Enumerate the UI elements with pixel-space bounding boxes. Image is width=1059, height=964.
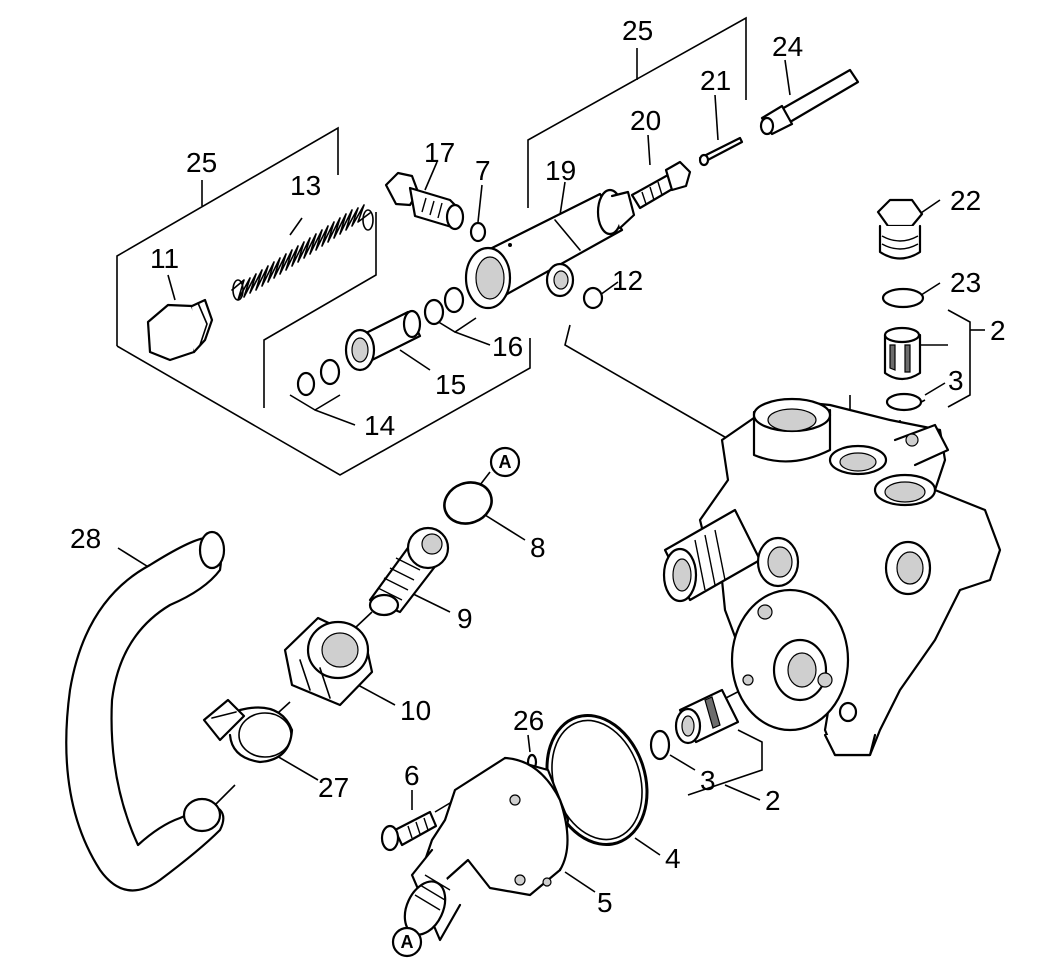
label-25-top: 25 <box>622 15 653 46</box>
part-28-hose <box>65 530 226 892</box>
label-15: 15 <box>435 369 466 400</box>
part-21-pin <box>698 136 744 167</box>
part-27-clamp <box>202 698 294 764</box>
label-14: 14 <box>364 410 395 441</box>
part-15-piston <box>344 309 422 372</box>
svg-text:A: A <box>401 932 414 952</box>
label-20: 20 <box>630 105 661 136</box>
label-11: 11 <box>150 243 179 274</box>
part-12-oring <box>582 286 604 310</box>
label-3-bottom: 3 <box>700 765 716 796</box>
part-13-spring <box>231 204 374 301</box>
part-10-nut <box>283 616 374 707</box>
label-2-bottom: 2 <box>765 785 781 816</box>
label-6: 6 <box>404 760 420 791</box>
label-21: 21 <box>700 65 731 96</box>
marker-a-bottom: A <box>391 926 423 958</box>
part-11-plug <box>146 298 214 362</box>
part-9-hose-nipple <box>368 526 450 617</box>
part-23-oring <box>881 287 925 309</box>
part-16-rings <box>423 286 465 326</box>
part-8-oring <box>443 481 493 525</box>
svg-text:A: A <box>499 452 512 472</box>
part-14-rings <box>296 358 341 397</box>
marker-a-top: A <box>489 446 521 478</box>
label-13: 13 <box>290 170 321 201</box>
label-24: 24 <box>772 31 803 62</box>
part-3-oring-top <box>885 392 923 412</box>
part-5-cover <box>403 756 570 942</box>
label-8: 8 <box>530 532 546 563</box>
part-2-valve-top <box>883 326 922 381</box>
label-28: 28 <box>70 523 101 554</box>
part-17-bolt <box>384 171 465 231</box>
label-23: 23 <box>950 267 981 298</box>
label-3-top: 3 <box>948 365 964 396</box>
label-19: 19 <box>545 155 576 186</box>
label-22: 22 <box>950 185 981 216</box>
part-20-screw <box>630 160 692 210</box>
label-7: 7 <box>475 155 491 186</box>
label-9: 9 <box>457 603 473 634</box>
pump-housing <box>662 397 1002 757</box>
label-4: 4 <box>665 843 681 874</box>
part-2-valve-bottom <box>674 688 740 745</box>
part-6-screw <box>380 810 438 852</box>
label-12: 12 <box>612 265 643 296</box>
label-2-top: 2 <box>990 315 1006 346</box>
part-3-oring-bottom <box>649 729 671 761</box>
label-5: 5 <box>597 887 613 918</box>
part-7-oring <box>469 221 487 243</box>
label-17: 17 <box>424 137 455 168</box>
label-25-left: 25 <box>186 147 217 178</box>
part-19-valve-body <box>464 188 636 310</box>
label-27: 27 <box>318 772 349 803</box>
part-22-plug <box>876 198 924 260</box>
label-16: 16 <box>492 331 523 362</box>
label-10: 10 <box>400 695 431 726</box>
label-26: 26 <box>513 705 544 736</box>
callout-labels: 25 24 21 20 17 7 19 25 13 22 11 12 23 2 … <box>70 15 1006 918</box>
part-24-rod <box>759 68 860 136</box>
